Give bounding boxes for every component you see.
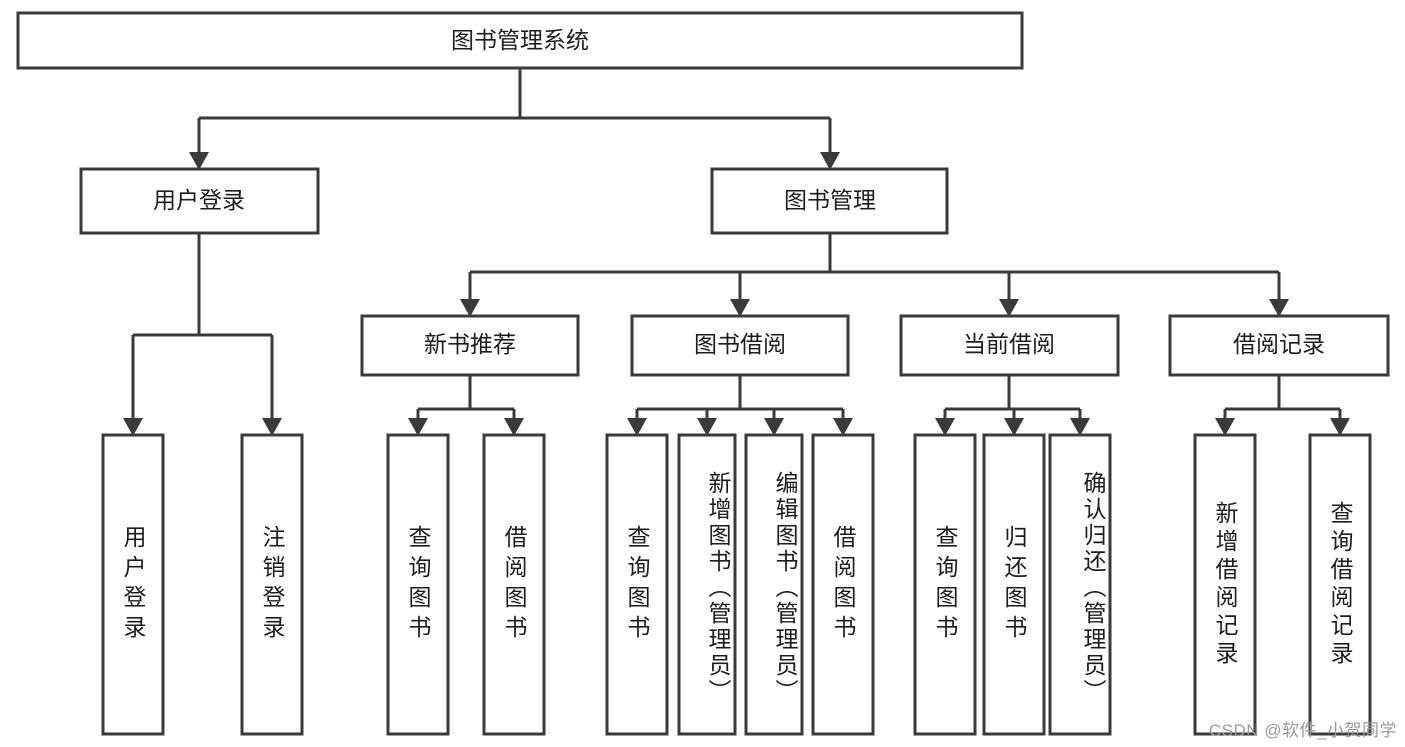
leaf-borrow-book-label: 借阅图书 [830,524,856,645]
leaf-borrow-book-recommend[interactable]: 借阅图书 [482,433,546,736]
leaf-query-book-recommend-box[interactable] [386,433,450,736]
leaf-confirm-return-admin-box[interactable] [1048,433,1112,736]
arrow-head-icon [999,299,1019,317]
leaf-add-book-admin-box[interactable] [677,433,737,736]
leaf-borrow-book-recommend-text-area: 借阅图书 [501,524,527,645]
leaf-confirm-return-admin-text-area: 确认归还（管理员） [1080,470,1106,705]
node-new-book-recommend-box[interactable] [360,314,580,377]
leaf-borrow-book-recommend-label: 借阅图书 [501,524,527,645]
leaf-add-borrow-record-label: 新增借阅记录 [1212,500,1238,669]
leaf-user-login-label: 用户登录 [120,524,146,645]
leaf-user-login-box[interactable] [101,433,165,736]
leaf-confirm-return-admin-label: 确认归还（管理员） [1080,470,1106,705]
leaf-query-book-current-text-area: 查询图书 [932,524,958,645]
node-new-book-recommend[interactable]: 新书推荐 [360,314,580,377]
arrow-head-icon [262,418,282,436]
arrow-head-icon [820,152,840,170]
node-current-borrow-box[interactable] [899,314,1120,377]
arrow-head-icon [697,418,717,436]
leaf-return-book-text-area: 归还图书 [1001,524,1027,645]
leaf-add-borrow-record-box[interactable] [1193,433,1257,736]
leaf-edit-book-admin[interactable]: 编辑图书（管理员） [744,433,804,736]
leaf-query-book-current[interactable]: 查询图书 [913,433,977,736]
node-borrow-record-box[interactable] [1168,314,1390,377]
arrow-head-icon [1215,418,1235,436]
node-borrow-record[interactable]: 借阅记录 [1168,314,1390,377]
node-current-borrow-label: 当前借阅 [963,331,1055,357]
leaf-return-book[interactable]: 归还图书 [982,433,1046,736]
leaf-return-book-label: 归还图书 [1001,524,1027,645]
node-user-login-box[interactable] [79,167,320,235]
node-new-book-recommend-label: 新书推荐 [424,331,516,357]
leaf-borrow-book[interactable]: 借阅图书 [811,433,875,736]
leaf-add-book-admin-text-area: 新增图书（管理员） [705,470,731,705]
leaf-query-book-recommend-label: 查询图书 [405,524,431,645]
node-book-borrow-box[interactable] [630,314,850,377]
node-book-management[interactable]: 图书管理 [710,167,949,235]
leaf-query-book-borrow-label: 查询图书 [624,524,650,645]
leaf-borrow-book-text-area: 借阅图书 [830,524,856,645]
leaf-logout-text-area: 注销登录 [259,524,285,645]
node-book-management-box[interactable] [710,167,949,235]
leaf-add-book-admin[interactable]: 新增图书（管理员） [677,433,737,736]
leaf-query-book-recommend-text-area: 查询图书 [405,524,431,645]
node-current-borrow[interactable]: 当前借阅 [899,314,1120,377]
node-user-login[interactable]: 用户登录 [79,167,320,235]
leaf-confirm-return-admin[interactable]: 确认归还（管理员） [1048,433,1112,736]
leaf-query-borrow-record-box[interactable] [1308,433,1372,736]
leaf-logout[interactable]: 注销登录 [240,433,304,736]
node-book-borrow[interactable]: 图书借阅 [630,314,850,377]
leaf-logout-box[interactable] [240,433,304,736]
leaf-query-book-current-label: 查询图书 [932,524,958,645]
leaf-logout-label: 注销登录 [259,524,285,645]
arrow-head-icon [764,418,784,436]
arrow-head-icon [1070,418,1090,436]
node-borrow-record-label: 借阅记录 [1233,331,1325,357]
leaf-add-borrow-record[interactable]: 新增借阅记录 [1193,433,1257,736]
edge-layer [123,68,1350,436]
node-root-label: 图书管理系统 [451,27,589,53]
leaf-return-book-box[interactable] [982,433,1046,736]
leaf-user-login-text-area: 用户登录 [120,524,146,645]
arrow-head-icon [730,299,750,317]
leaf-query-borrow-record-text-area: 查询借阅记录 [1327,500,1353,669]
leaf-query-book-borrow[interactable]: 查询图书 [605,433,669,736]
arrow-head-icon [627,418,647,436]
leaf-borrow-book-recommend-box[interactable] [482,433,546,736]
arrow-head-icon [1004,418,1024,436]
leaf-add-borrow-record-text-area: 新增借阅记录 [1212,500,1238,669]
leaf-query-book-recommend[interactable]: 查询图书 [386,433,450,736]
arrow-head-icon [123,418,143,436]
leaf-query-book-borrow-text-area: 查询图书 [624,524,650,645]
leaf-borrow-book-box[interactable] [811,433,875,736]
node-book-management-label: 图书管理 [784,187,876,213]
leaf-query-book-current-box[interactable] [913,433,977,736]
arrow-head-icon [460,299,480,317]
node-root[interactable]: 图书管理系统 [16,11,1024,70]
leaf-user-login[interactable]: 用户登录 [101,433,165,736]
arrow-head-icon [833,418,853,436]
leaf-query-borrow-record[interactable]: 查询借阅记录 [1308,433,1372,736]
node-root-box[interactable] [16,11,1024,70]
node-user-login-label: 用户登录 [153,187,245,213]
node-book-borrow-label: 图书借阅 [694,331,786,357]
arrow-head-icon [504,418,524,436]
leaf-edit-book-admin-text-area: 编辑图书（管理员） [772,470,798,705]
leaf-query-borrow-record-label: 查询借阅记录 [1327,500,1353,669]
leaf-query-book-borrow-box[interactable] [605,433,669,736]
arrow-head-icon [408,418,428,436]
leaf-add-book-admin-label: 新增图书（管理员） [705,470,731,705]
arrow-head-icon [1269,299,1289,317]
leaf-edit-book-admin-box[interactable] [744,433,804,736]
leaf-edit-book-admin-label: 编辑图书（管理员） [772,470,798,705]
arrow-head-icon [189,152,209,170]
arrow-head-icon [1330,418,1350,436]
arrow-head-icon [935,418,955,436]
